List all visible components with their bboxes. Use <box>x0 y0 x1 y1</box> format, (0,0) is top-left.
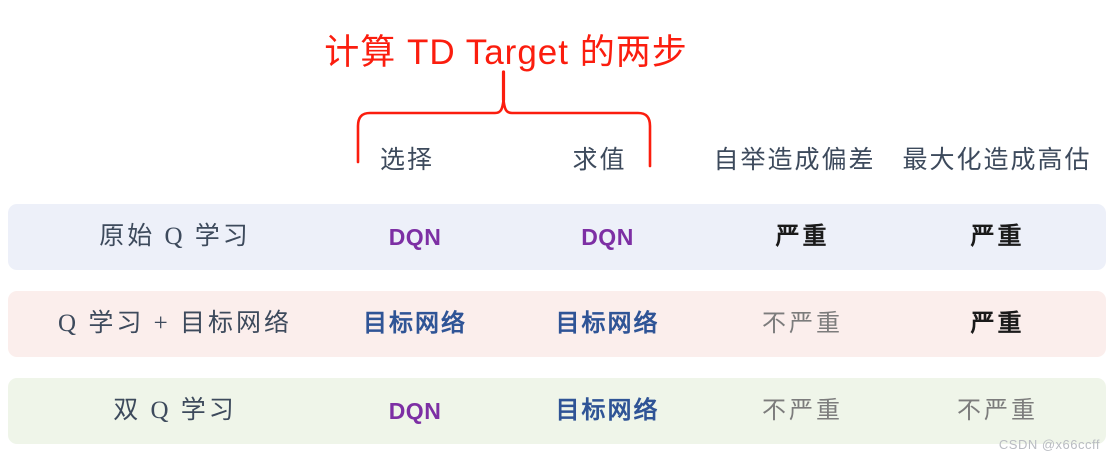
table-row: 原始 Q 学习 DQN DQN 严重 严重 <box>8 204 1106 270</box>
row-overestimate-value: 严重 <box>970 224 1025 250</box>
row-evaluate-value: DQN <box>581 224 634 250</box>
row-method-name: 原始 Q 学习 <box>99 223 251 250</box>
page-title: 计算 TD Target 的两步 <box>324 33 688 72</box>
row-select-value: 目标网络 <box>363 311 467 337</box>
column-header-select: 选择 <box>379 147 434 174</box>
row-overestimate-value: 严重 <box>970 311 1025 337</box>
table-row: 双 Q 学习 DQN 目标网络 不严重 不严重 <box>8 378 1106 444</box>
row-method-name: 双 Q 学习 <box>113 397 237 424</box>
row-overestimate-value: 不严重 <box>957 398 1038 424</box>
column-header-evaluate: 求值 <box>572 147 627 174</box>
row-evaluate-value: 目标网络 <box>555 398 660 424</box>
row-bootstrap-value: 不严重 <box>762 398 843 424</box>
table-header-row: 选择 求值 自举造成偏差 最大化造成高估 <box>0 140 1114 180</box>
row-select-value: DQN <box>388 224 442 250</box>
row-bootstrap-value: 不严重 <box>762 311 843 337</box>
row-evaluate-value: 目标网络 <box>555 311 660 337</box>
table-row: Q 学习 + 目标网络 目标网络 目标网络 不严重 严重 <box>8 291 1106 357</box>
column-header-max-overestimate: 最大化造成高估 <box>902 147 1092 174</box>
row-select-value: DQN <box>388 398 442 424</box>
column-header-bootstrap-bias: 自举造成偏差 <box>713 147 876 174</box>
row-method-name: Q 学习 + 目标网络 <box>58 310 292 337</box>
row-bootstrap-value: 严重 <box>775 224 830 250</box>
csdn-watermark: CSDN @x66ccff <box>998 437 1100 452</box>
